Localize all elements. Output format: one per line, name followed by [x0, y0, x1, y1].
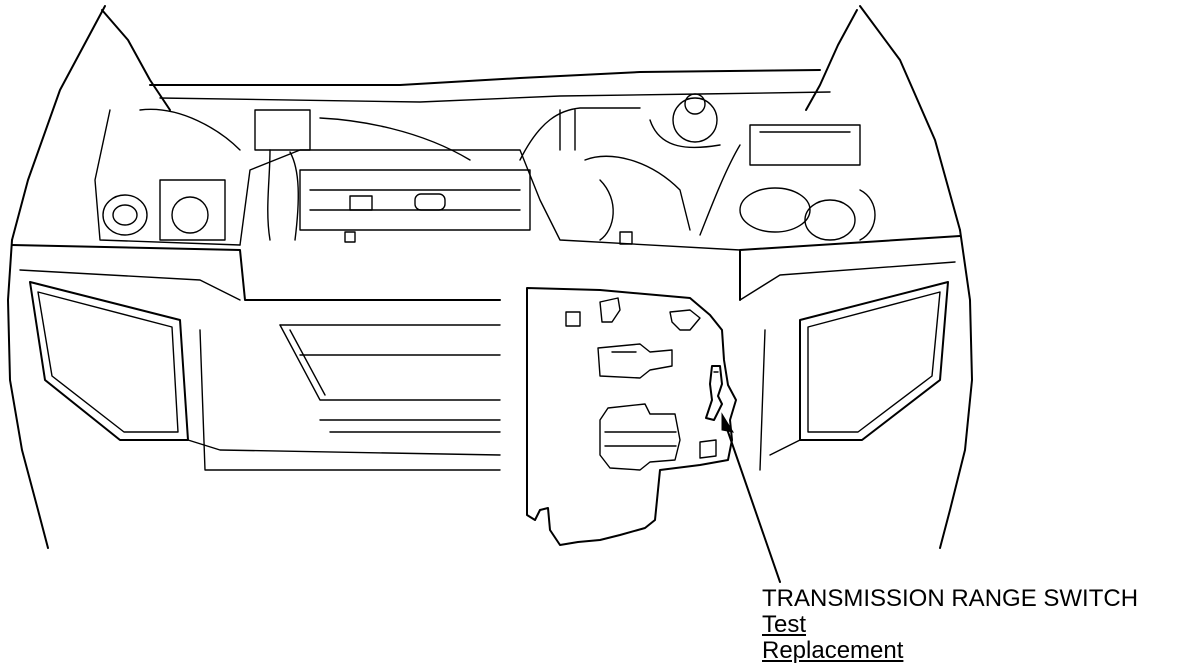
vehicle-body	[7, 229, 973, 549]
engine-components	[94, 93, 876, 251]
open-hood	[11, 5, 961, 241]
right-headlight	[799, 281, 949, 441]
component-label: TRANSMISSION RANGE SWITCH	[762, 585, 1139, 612]
callout-leader-arrow	[721, 412, 781, 583]
left-headlight	[29, 281, 189, 441]
replacement-link[interactable]: Replacement	[762, 637, 904, 664]
test-link[interactable]: Test	[762, 611, 807, 638]
transmission-housing	[526, 287, 737, 546]
transmission-range-switch	[705, 365, 723, 421]
callout-block: TRANSMISSION RANGE SWITCH Test Replaceme…	[762, 586, 1138, 664]
